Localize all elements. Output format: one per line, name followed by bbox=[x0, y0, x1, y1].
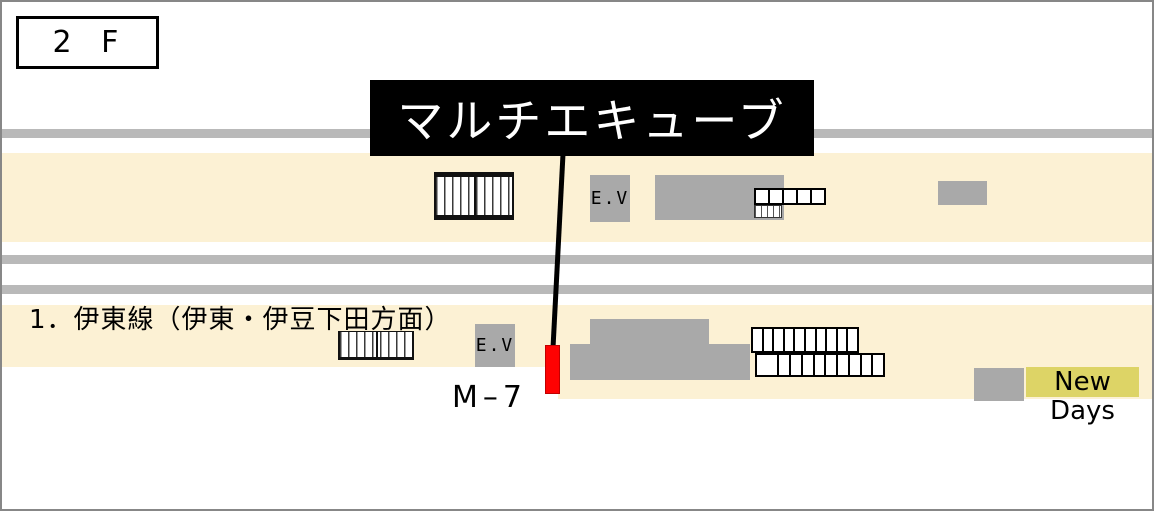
elevator-badge-upper: E.V bbox=[590, 175, 630, 222]
kiosk-row-lower bbox=[755, 353, 886, 377]
newdays-store: New Days bbox=[1026, 367, 1139, 425]
elevator-label: E.V bbox=[590, 188, 630, 209]
floor-badge: 2 F bbox=[16, 16, 159, 69]
floor-label: 2 F bbox=[52, 25, 129, 60]
structure-block-lower-bottom bbox=[570, 344, 750, 380]
newdays-store-box: New bbox=[1026, 367, 1139, 397]
unit-cell bbox=[846, 327, 859, 353]
structure-block-lower-top bbox=[590, 319, 709, 344]
unit-cell bbox=[810, 188, 826, 205]
elevator-label: E.V bbox=[475, 335, 515, 356]
elevator-badge-lower: E.V bbox=[475, 324, 515, 367]
line-name-label: 1．伊東線（伊東・伊豆下田方面） bbox=[29, 305, 452, 335]
gate-cells-upper bbox=[754, 188, 826, 205]
unit-cell bbox=[871, 353, 886, 377]
track-line-middle bbox=[2, 255, 1152, 264]
newdays-label-line2: Days bbox=[1050, 396, 1115, 426]
stairs-icon-small-upper bbox=[754, 205, 782, 218]
multi-ecube-banner: マルチエキューブ bbox=[370, 80, 814, 156]
unit-cell bbox=[755, 353, 780, 377]
stairs-icon-lower bbox=[338, 331, 414, 360]
location-marker bbox=[545, 345, 560, 394]
lower-platform-band-left bbox=[2, 305, 558, 367]
kiosk-row-upper bbox=[751, 327, 859, 353]
banner-label: マルチエキューブ bbox=[397, 94, 787, 148]
newdays-label-line1: New bbox=[1054, 367, 1111, 397]
structure-block-upper-right bbox=[938, 181, 987, 205]
stairs-icon-upper bbox=[434, 172, 514, 220]
structure-block-store-side bbox=[974, 368, 1024, 401]
location-marker-label: M–7 bbox=[452, 380, 527, 415]
track-line-lower bbox=[2, 285, 1152, 294]
